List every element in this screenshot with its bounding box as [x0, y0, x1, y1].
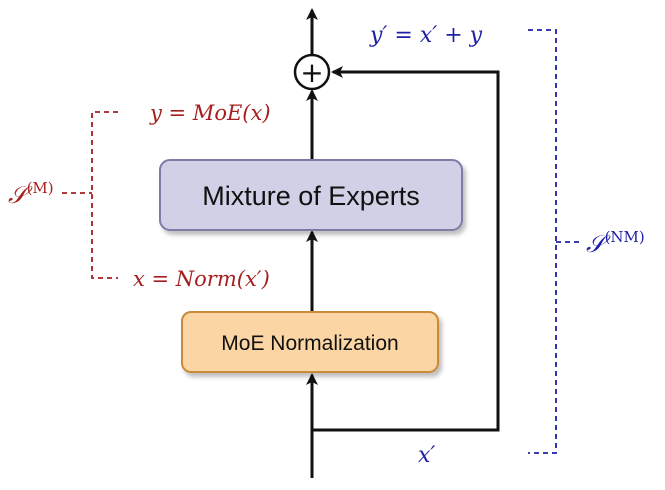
moe-normalization-box — [181, 311, 439, 373]
nonmoe-scope-superscript: (NM) — [605, 228, 645, 246]
norm-output-equation: x = Norm(x′) — [133, 267, 270, 291]
nonmoe-scope-bracket — [528, 29, 582, 454]
input-label: x′ — [418, 443, 435, 468]
moe-scope-label: 𝒮(M) — [8, 179, 54, 209]
adder-circle — [293, 53, 331, 91]
moe-normalization-label: MoE Normalization — [221, 332, 398, 355]
nonmoe-scope-label: 𝒮(NM) — [586, 228, 645, 258]
mixture-of-experts-label: Mixture of Experts — [202, 181, 420, 211]
adder-symbol: + — [300, 56, 323, 89]
residual-equation: y′ = x′ + y — [369, 23, 483, 48]
moe-scope-superscript: (M) — [27, 179, 54, 197]
moe-output-equation: y = MoE(x) — [149, 101, 271, 125]
residual-skip-path — [312, 66, 500, 432]
mixture-of-experts-box — [159, 159, 463, 231]
moe-scope-bracket — [62, 111, 118, 279]
